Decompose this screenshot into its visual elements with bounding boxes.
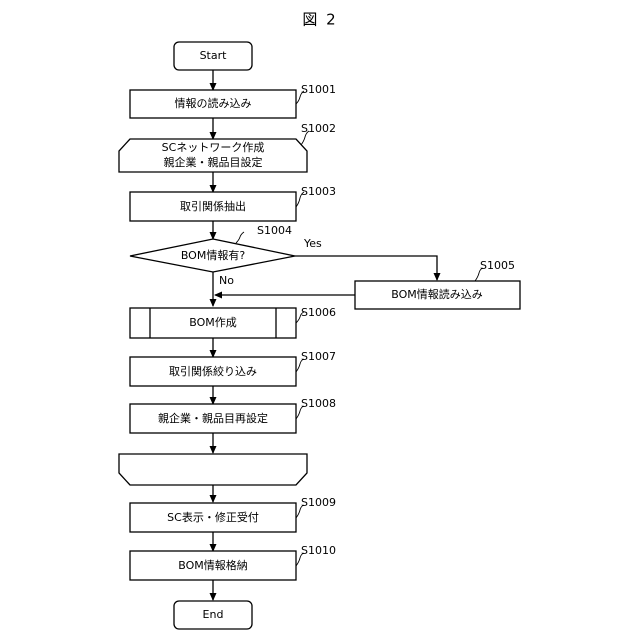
s1001-label: 情報の読み込み bbox=[175, 96, 252, 110]
figure-title: 図 2 bbox=[302, 11, 337, 29]
start-node: Start bbox=[174, 42, 252, 70]
s1010-step-label: S1010 bbox=[301, 544, 336, 557]
s1009-node: SC表示・修正受付 bbox=[130, 503, 296, 532]
s1004-leader bbox=[236, 232, 244, 243]
s1009-label: SC表示・修正受付 bbox=[167, 510, 259, 524]
end-label: End bbox=[203, 608, 224, 621]
s1010-label: BOM情報格納 bbox=[178, 558, 248, 572]
s1004-label: BOM情報有? bbox=[181, 248, 246, 262]
loop-end-shape bbox=[119, 454, 307, 485]
s1006-node: BOM作成 bbox=[130, 308, 296, 338]
s1005-label: BOM情報読み込み bbox=[391, 287, 483, 301]
s1009-step-label: S1009 bbox=[301, 496, 336, 509]
s1002-label-line2: 親企業・親品目設定 bbox=[164, 155, 263, 169]
s1006-step-label: S1006 bbox=[301, 306, 336, 319]
s1007-step-label: S1007 bbox=[301, 350, 336, 363]
s1003-step-label: S1003 bbox=[301, 185, 336, 198]
s1001-step-label: S1001 bbox=[301, 83, 336, 96]
no-label: No bbox=[219, 274, 234, 287]
s1004-step-label: S1004 bbox=[257, 224, 292, 237]
end-node: End bbox=[174, 601, 252, 629]
s1007-label: 取引関係絞り込み bbox=[169, 364, 257, 378]
s1008-step-label: S1008 bbox=[301, 397, 336, 410]
edge-s1004-yes-to-s1005 bbox=[295, 256, 437, 280]
start-label: Start bbox=[200, 49, 228, 62]
loop-end-node bbox=[119, 454, 307, 485]
s1003-label: 取引関係抽出 bbox=[180, 199, 246, 213]
s1006-label: BOM作成 bbox=[189, 316, 237, 329]
s1002-label-line1: SCネットワーク作成 bbox=[162, 141, 265, 154]
s1005-step-label: S1005 bbox=[480, 259, 515, 272]
s1010-node: BOM情報格納 bbox=[130, 551, 296, 580]
s1003-node: 取引関係抽出 bbox=[130, 192, 296, 221]
s1008-label: 親企業・親品目再設定 bbox=[158, 411, 268, 425]
yes-label: Yes bbox=[303, 237, 322, 250]
s1008-node: 親企業・親品目再設定 bbox=[130, 404, 296, 433]
s1007-node: 取引関係絞り込み bbox=[130, 357, 296, 386]
s1002-node: SCネットワーク作成 親企業・親品目設定 bbox=[119, 139, 307, 172]
s1004-node: BOM情報有? bbox=[130, 239, 295, 272]
s1001-node: 情報の読み込み bbox=[130, 90, 296, 118]
s1005-node: BOM情報読み込み bbox=[355, 281, 520, 309]
s1002-step-label: S1002 bbox=[301, 122, 336, 135]
